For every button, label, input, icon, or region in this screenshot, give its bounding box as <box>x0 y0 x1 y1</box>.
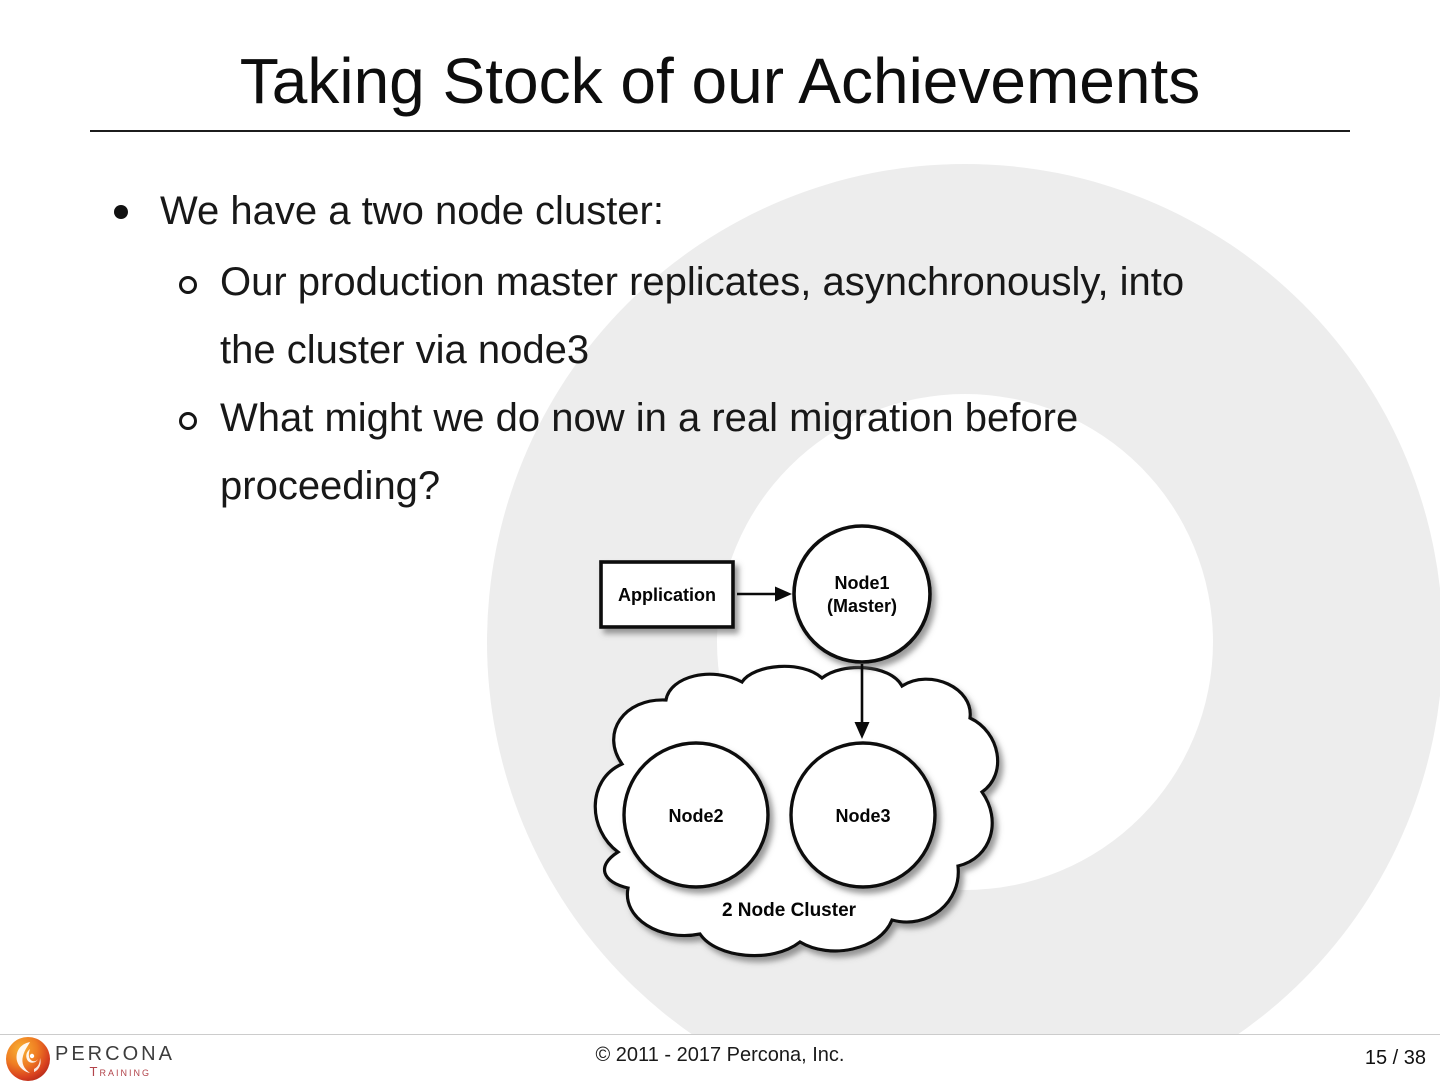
bullet-icon <box>114 205 128 219</box>
bullet-item: What might we do now in a real migration… <box>220 384 1400 520</box>
bullet-text: Our production master replicates, asynch… <box>220 260 1185 304</box>
arrow-right-icon <box>737 586 792 602</box>
node2-label: Node2 <box>668 806 723 826</box>
node1-circle <box>792 524 932 664</box>
copyright-text: © 2011 - 2017 Percona, Inc. <box>595 1044 845 1066</box>
percona-owl-icon <box>16 1042 41 1073</box>
node1-label: Node1 <box>834 573 889 593</box>
bullet-text: We have a two node cluster: <box>160 189 664 233</box>
node1-sublabel: (Master) <box>827 596 897 616</box>
sub-bullet-icon <box>179 276 197 294</box>
application-label: Application <box>618 585 716 605</box>
bullet-text: What might we do now in a real migration… <box>220 396 1079 440</box>
bullet-item: Our production master replicates, asynch… <box>220 248 1400 384</box>
page-title: Taking Stock of our Achievements <box>239 45 1201 117</box>
footer: PERCONA Training © 2011 - 2017 Percona, … <box>0 1034 1440 1082</box>
arrow-down-icon <box>854 664 870 739</box>
page-number: 15 / 38 <box>1364 1047 1426 1069</box>
bullet-text: proceeding? <box>220 464 441 508</box>
application-box <box>599 560 735 629</box>
bullet-item: We have a two node cluster: <box>160 178 1360 244</box>
node3-label: Node3 <box>835 806 890 826</box>
bullet-text: the cluster via node3 <box>220 328 590 372</box>
sub-bullet-icon <box>179 412 197 430</box>
percona-logo-icon <box>6 1037 50 1081</box>
percona-training-text: Training <box>89 1064 151 1079</box>
percona-logo-text: PERCONA <box>55 1043 175 1065</box>
cluster-label: 2 Node Cluster <box>722 900 857 921</box>
node2-circle <box>622 741 770 889</box>
node3-circle <box>789 741 937 889</box>
title-divider <box>90 130 1350 132</box>
